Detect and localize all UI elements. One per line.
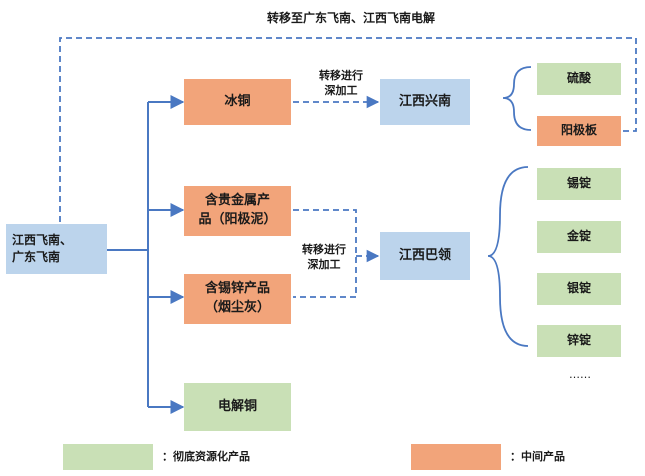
- top-transfer-label: 转移至广东飞南、江西飞南电解: [266, 11, 435, 25]
- output-zinc-ingot: 锌锭: [537, 325, 621, 357]
- legend-label-intermediate: ：中间产品: [510, 450, 565, 463]
- xingnan-output-brace: [502, 66, 532, 131]
- xingnan-box: 江西兴南: [380, 79, 470, 125]
- precious-metal-box: 含贵金属产 品（阳极泥）: [184, 186, 291, 236]
- loop-back-dashed-line: [59, 37, 637, 222]
- legend-label-final: ：彻底资源化产品: [162, 450, 250, 463]
- dashed-merge-line: [293, 209, 357, 298]
- tin-zinc-box: 含锡锌产品 （烟尘灰）: [184, 274, 291, 324]
- ice-copper-box: 冰铜: [184, 79, 291, 125]
- transfer-label-lower: 转移进行 深加工: [302, 243, 346, 271]
- output-tin-ingot: 锡锭: [537, 168, 621, 200]
- legend-swatch-final: [63, 444, 153, 470]
- output-gold-ingot: 金锭: [537, 221, 621, 253]
- output-silver-ingot: 银锭: [537, 273, 621, 305]
- electrolytic-copper-box: 电解铜: [184, 383, 291, 431]
- output-anode-plate: 阳极板: [537, 116, 621, 146]
- bading-box: 江西巴领: [380, 232, 470, 280]
- output-sulfuric-acid: 硫酸: [537, 63, 621, 95]
- dashed-connectors: [59, 37, 637, 298]
- solid-connectors: [107, 95, 185, 414]
- legend-swatch-intermediate: [411, 444, 501, 470]
- source-box: 江西飞南、 广东飞南: [6, 224, 107, 274]
- bading-output-brace: [487, 166, 529, 347]
- braces: [487, 66, 532, 347]
- more-outputs-ellipsis: ……: [569, 368, 591, 381]
- transfer-label-upper: 转移进行 深加工: [319, 69, 363, 97]
